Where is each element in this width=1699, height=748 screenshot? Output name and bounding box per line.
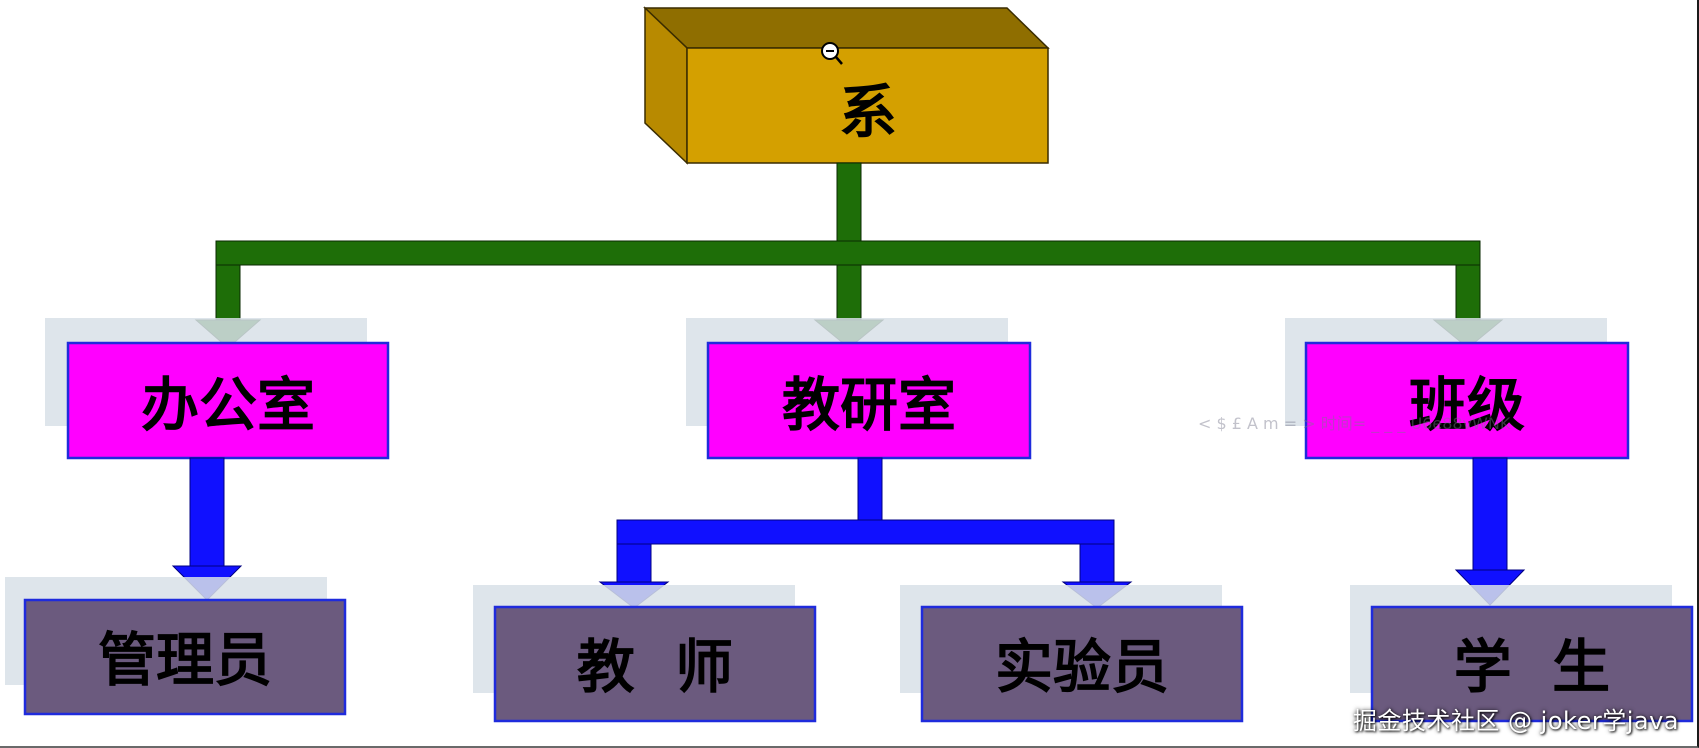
root-node-top-face: [643, 7, 1050, 49]
class-drop: [1472, 457, 1508, 571]
research-drop-left: [616, 543, 652, 583]
node-research-box: [706, 341, 1032, 460]
drop-left: [215, 264, 241, 321]
zoom-cursor-icon: [821, 42, 843, 65]
node-lab-staff-box: [920, 605, 1244, 723]
root-node-label: 系: [839, 78, 897, 146]
root-horizontal-bar: [215, 240, 1481, 266]
node-admin-box: [23, 598, 347, 716]
research-horizontal-bar: [616, 519, 1115, 545]
root-node-front-face: [686, 47, 1049, 164]
node-research: 教研室: [706, 341, 1032, 460]
faint-overlay-text: < $ £ A m = > 时间= _ _ _ U6e88vWNK: [1198, 414, 1511, 433]
node-class: 班级: [1304, 341, 1630, 460]
node-lab-staff-label: 实验员: [995, 633, 1169, 701]
node-teacher: 教 师: [493, 605, 817, 723]
node-student-label: 学 生: [1454, 633, 1610, 701]
node-admin-label: 管理员: [98, 626, 272, 694]
office-drop: [189, 457, 225, 567]
node-teacher-label: 教 师: [577, 633, 733, 701]
node-office-label: 办公室: [141, 371, 315, 439]
node-class-label: 班级: [1409, 371, 1525, 439]
node-research-label: 教研室: [782, 371, 956, 439]
node-office: 办公室: [66, 341, 390, 460]
watermark: 掘金技术社区 @ joker学java: [1352, 707, 1679, 735]
node-admin: 管理员: [23, 598, 347, 716]
node-teacher-box: [493, 605, 817, 723]
level2-connectors: [171, 457, 1526, 609]
node-student: 学 生: [1370, 605, 1694, 723]
node-office-box: [66, 341, 390, 460]
research-stem: [857, 457, 883, 521]
node-lab-staff: 实验员: [920, 605, 1244, 723]
node-class-box: [1304, 341, 1630, 460]
research-drop-right: [1079, 543, 1115, 583]
root-node: 系: [643, 6, 1050, 165]
drop-right: [1455, 264, 1481, 321]
drop-center: [836, 264, 862, 321]
root-stem: [836, 162, 862, 242]
node-student-box: [1370, 605, 1694, 723]
